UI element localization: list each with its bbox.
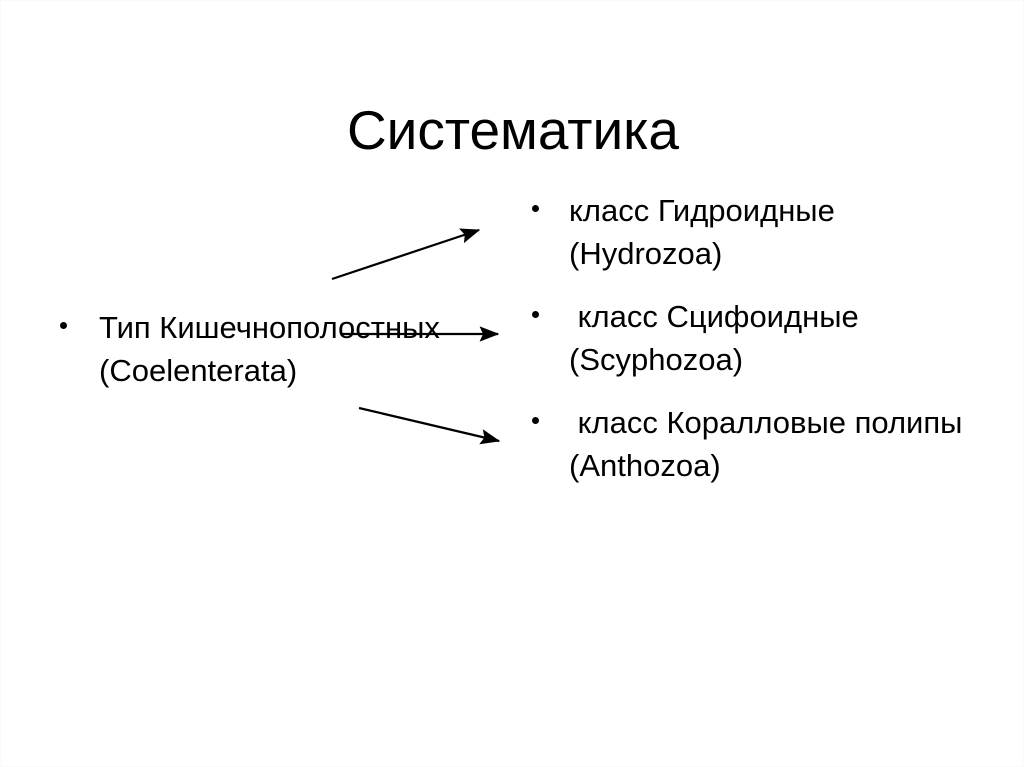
phylum-label: Тип Кишечнополостных (Coelenterata)	[99, 310, 449, 388]
bullet-dot-icon	[532, 417, 539, 424]
right-column-classes: класс Гидроидные (Hydrozoa) класс Сцифои…	[526, 189, 981, 507]
bullet-dot-icon	[532, 205, 539, 212]
list-item: класс Гидроидные (Hydrozoa)	[526, 189, 981, 275]
class-label-scyphozoa: класс Сцифоидные (Scyphozoa)	[569, 299, 868, 377]
list-item: Тип Кишечнополостных (Coelenterata)	[56, 306, 486, 392]
bullet-dot-icon	[532, 311, 539, 318]
arrow-to-anthozoa-icon	[358, 406, 501, 445]
class-label-anthozoa: класс Коралловые полипы (Anthozoa)	[569, 405, 972, 483]
list-item: класс Сцифоидные (Scyphozoa)	[526, 295, 981, 381]
class-label-hydrozoa: класс Гидроидные (Hydrozoa)	[569, 193, 844, 271]
list-item: класс Коралловые полипы (Anthozoa)	[526, 401, 981, 487]
left-column-phylum: Тип Кишечнополостных (Coelenterata)	[56, 306, 486, 392]
bullet-dot-icon	[60, 322, 67, 329]
page-title: Систематика	[346, 98, 680, 161]
arrow-to-hydrozoa-icon	[331, 228, 481, 281]
